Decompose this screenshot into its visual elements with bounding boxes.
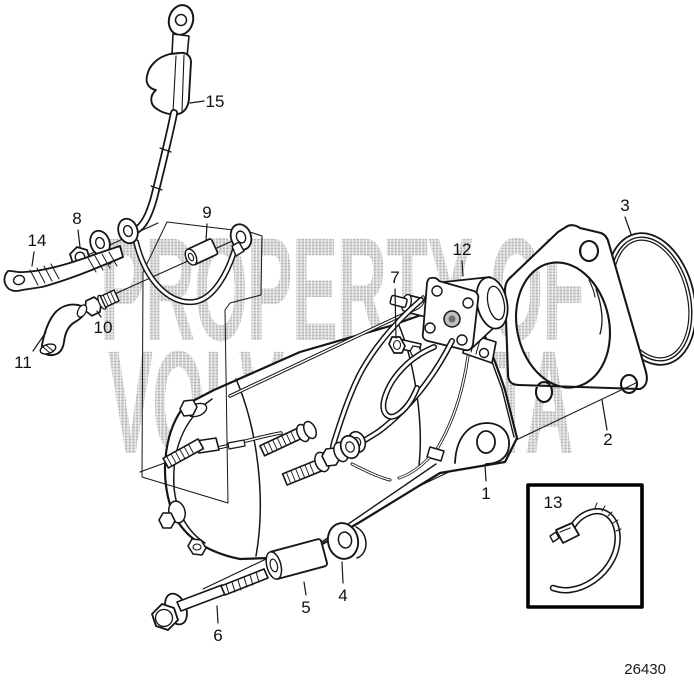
callout-12: 12	[453, 240, 472, 259]
bolt-6	[151, 568, 269, 631]
bolt-10	[83, 289, 120, 317]
callout-11: 11	[14, 353, 32, 372]
drawing-number: 26430	[624, 661, 666, 678]
gasket	[503, 224, 648, 404]
callout-14: 14	[28, 231, 47, 250]
cable-group	[3, 4, 253, 357]
cable-tie-head	[555, 522, 580, 544]
callout-15: 15	[206, 92, 225, 111]
housing-bolt-top	[179, 399, 198, 417]
cable-boot	[145, 51, 192, 116]
callout-labels: 1 2 3 4 5 6 7 8 9 10 11 12 13 14 15	[14, 92, 630, 645]
mounting-fasteners	[151, 522, 367, 631]
callout-6: 6	[213, 626, 222, 645]
housing-bolt-front	[158, 512, 176, 529]
spacer-sleeve-9	[184, 238, 219, 266]
washer-4	[326, 522, 367, 560]
terminal-studs	[162, 420, 367, 486]
cable-connector	[426, 446, 445, 462]
cable-ring-terminal	[339, 434, 361, 460]
rubber-elbow-11	[39, 303, 88, 357]
grouping-plane	[141, 221, 263, 504]
callout-7: 7	[390, 268, 399, 287]
cable-tie	[549, 502, 622, 594]
callout-10: 10	[94, 318, 113, 337]
callout-leader-lines	[31, 100, 632, 624]
callout-8: 8	[72, 209, 81, 228]
callout-1: 1	[481, 484, 490, 503]
terminal-nut-7	[388, 336, 406, 354]
ring-terminal	[117, 217, 139, 245]
ground-strap-14	[3, 245, 124, 292]
spacer-sleeve-5	[265, 538, 328, 580]
callout-2: 2	[603, 430, 612, 449]
flange-hole	[476, 430, 496, 454]
callout-4: 4	[338, 586, 347, 605]
inset-box-cable-tie	[526, 483, 644, 609]
callout-9: 9	[202, 203, 211, 222]
callout-13: 13	[544, 493, 563, 512]
housing-plug	[187, 538, 207, 556]
callout-3: 3	[620, 196, 629, 215]
battery-cable	[130, 4, 195, 235]
callout-5: 5	[301, 598, 310, 617]
